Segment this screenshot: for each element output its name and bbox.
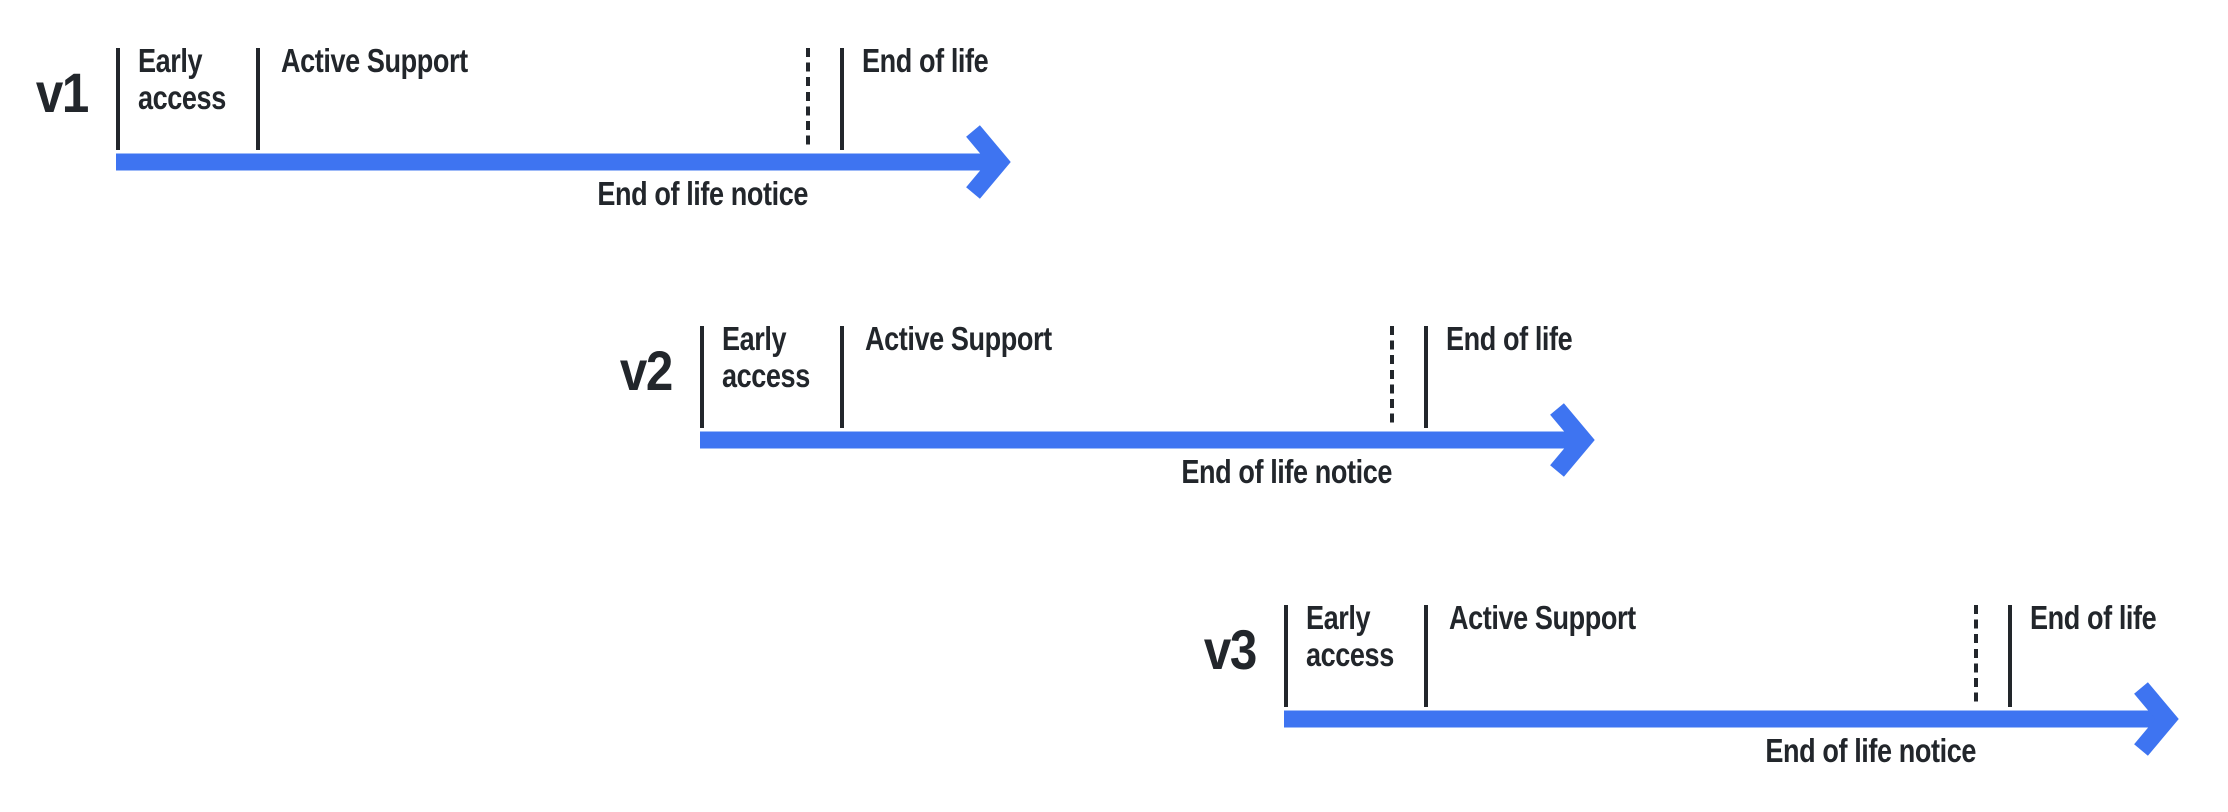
end-of-life-notice-label: End of life notice — [1765, 732, 1976, 769]
timeline-start-tick — [116, 48, 120, 150]
early-access-end-tick — [840, 326, 844, 428]
end-of-life-tick — [1424, 326, 1428, 428]
early-access-label: Early access — [1306, 599, 1394, 673]
timeline-arrow — [1284, 682, 2179, 756]
end-of-life-notice-label: End of life notice — [1181, 453, 1392, 490]
end-of-life-label: End of life — [2030, 599, 2157, 636]
eol-notice-dashed-tick — [1390, 326, 1394, 428]
early-access-label: Early access — [722, 320, 810, 394]
timeline-arrow — [700, 403, 1595, 477]
timeline-start-tick — [700, 326, 704, 428]
early-access-end-tick — [1424, 605, 1428, 707]
version-label: v2 — [619, 339, 674, 402]
version-label: v3 — [1203, 618, 1258, 681]
timeline-start-tick — [1284, 605, 1288, 707]
early-access-label: Early access — [138, 42, 226, 116]
end-of-life-notice-label: End of life notice — [597, 175, 808, 212]
timeline-v1: v1 Early access Active Support End of li… — [18, 42, 1038, 232]
end-of-life-tick — [2008, 605, 2012, 707]
early-access-end-tick — [256, 48, 260, 150]
timeline-arrow — [116, 125, 1011, 199]
end-of-life-label: End of life — [862, 42, 989, 79]
timeline-v2: v2 Early access Active Support End of li… — [602, 320, 1622, 510]
eol-notice-dashed-tick — [806, 48, 810, 150]
active-support-label: Active Support — [281, 42, 468, 79]
timeline-v3: v3 Early access Active Support End of li… — [1186, 599, 2206, 789]
active-support-label: Active Support — [865, 320, 1052, 357]
eol-notice-dashed-tick — [1974, 605, 1978, 707]
end-of-life-tick — [840, 48, 844, 150]
active-support-label: Active Support — [1449, 599, 1636, 636]
end-of-life-label: End of life — [1446, 320, 1573, 357]
version-label: v1 — [35, 61, 90, 124]
